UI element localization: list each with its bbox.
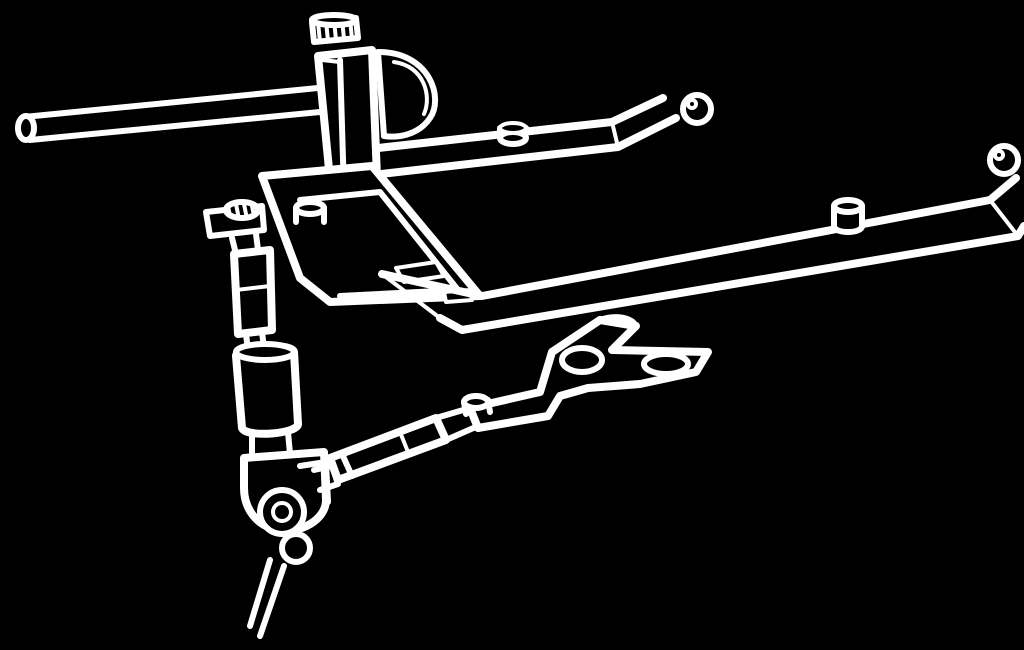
side-clamp <box>203 199 267 257</box>
swivel-joint <box>240 448 331 537</box>
arm-knob-lower <box>831 197 865 235</box>
horizontal-rod <box>15 85 323 143</box>
lower-arm <box>378 174 1024 334</box>
adjustment-knob <box>309 12 361 45</box>
vertical-joint <box>230 246 302 461</box>
arm-knob-upper <box>497 121 529 147</box>
ball-end-upper <box>680 92 714 126</box>
ball-end-lower <box>987 143 1021 177</box>
stylus-pin <box>247 531 313 639</box>
connecting-rod <box>311 405 481 493</box>
forked-bracket <box>461 314 712 432</box>
curved-shield <box>375 49 439 140</box>
upper-arm <box>368 94 680 179</box>
